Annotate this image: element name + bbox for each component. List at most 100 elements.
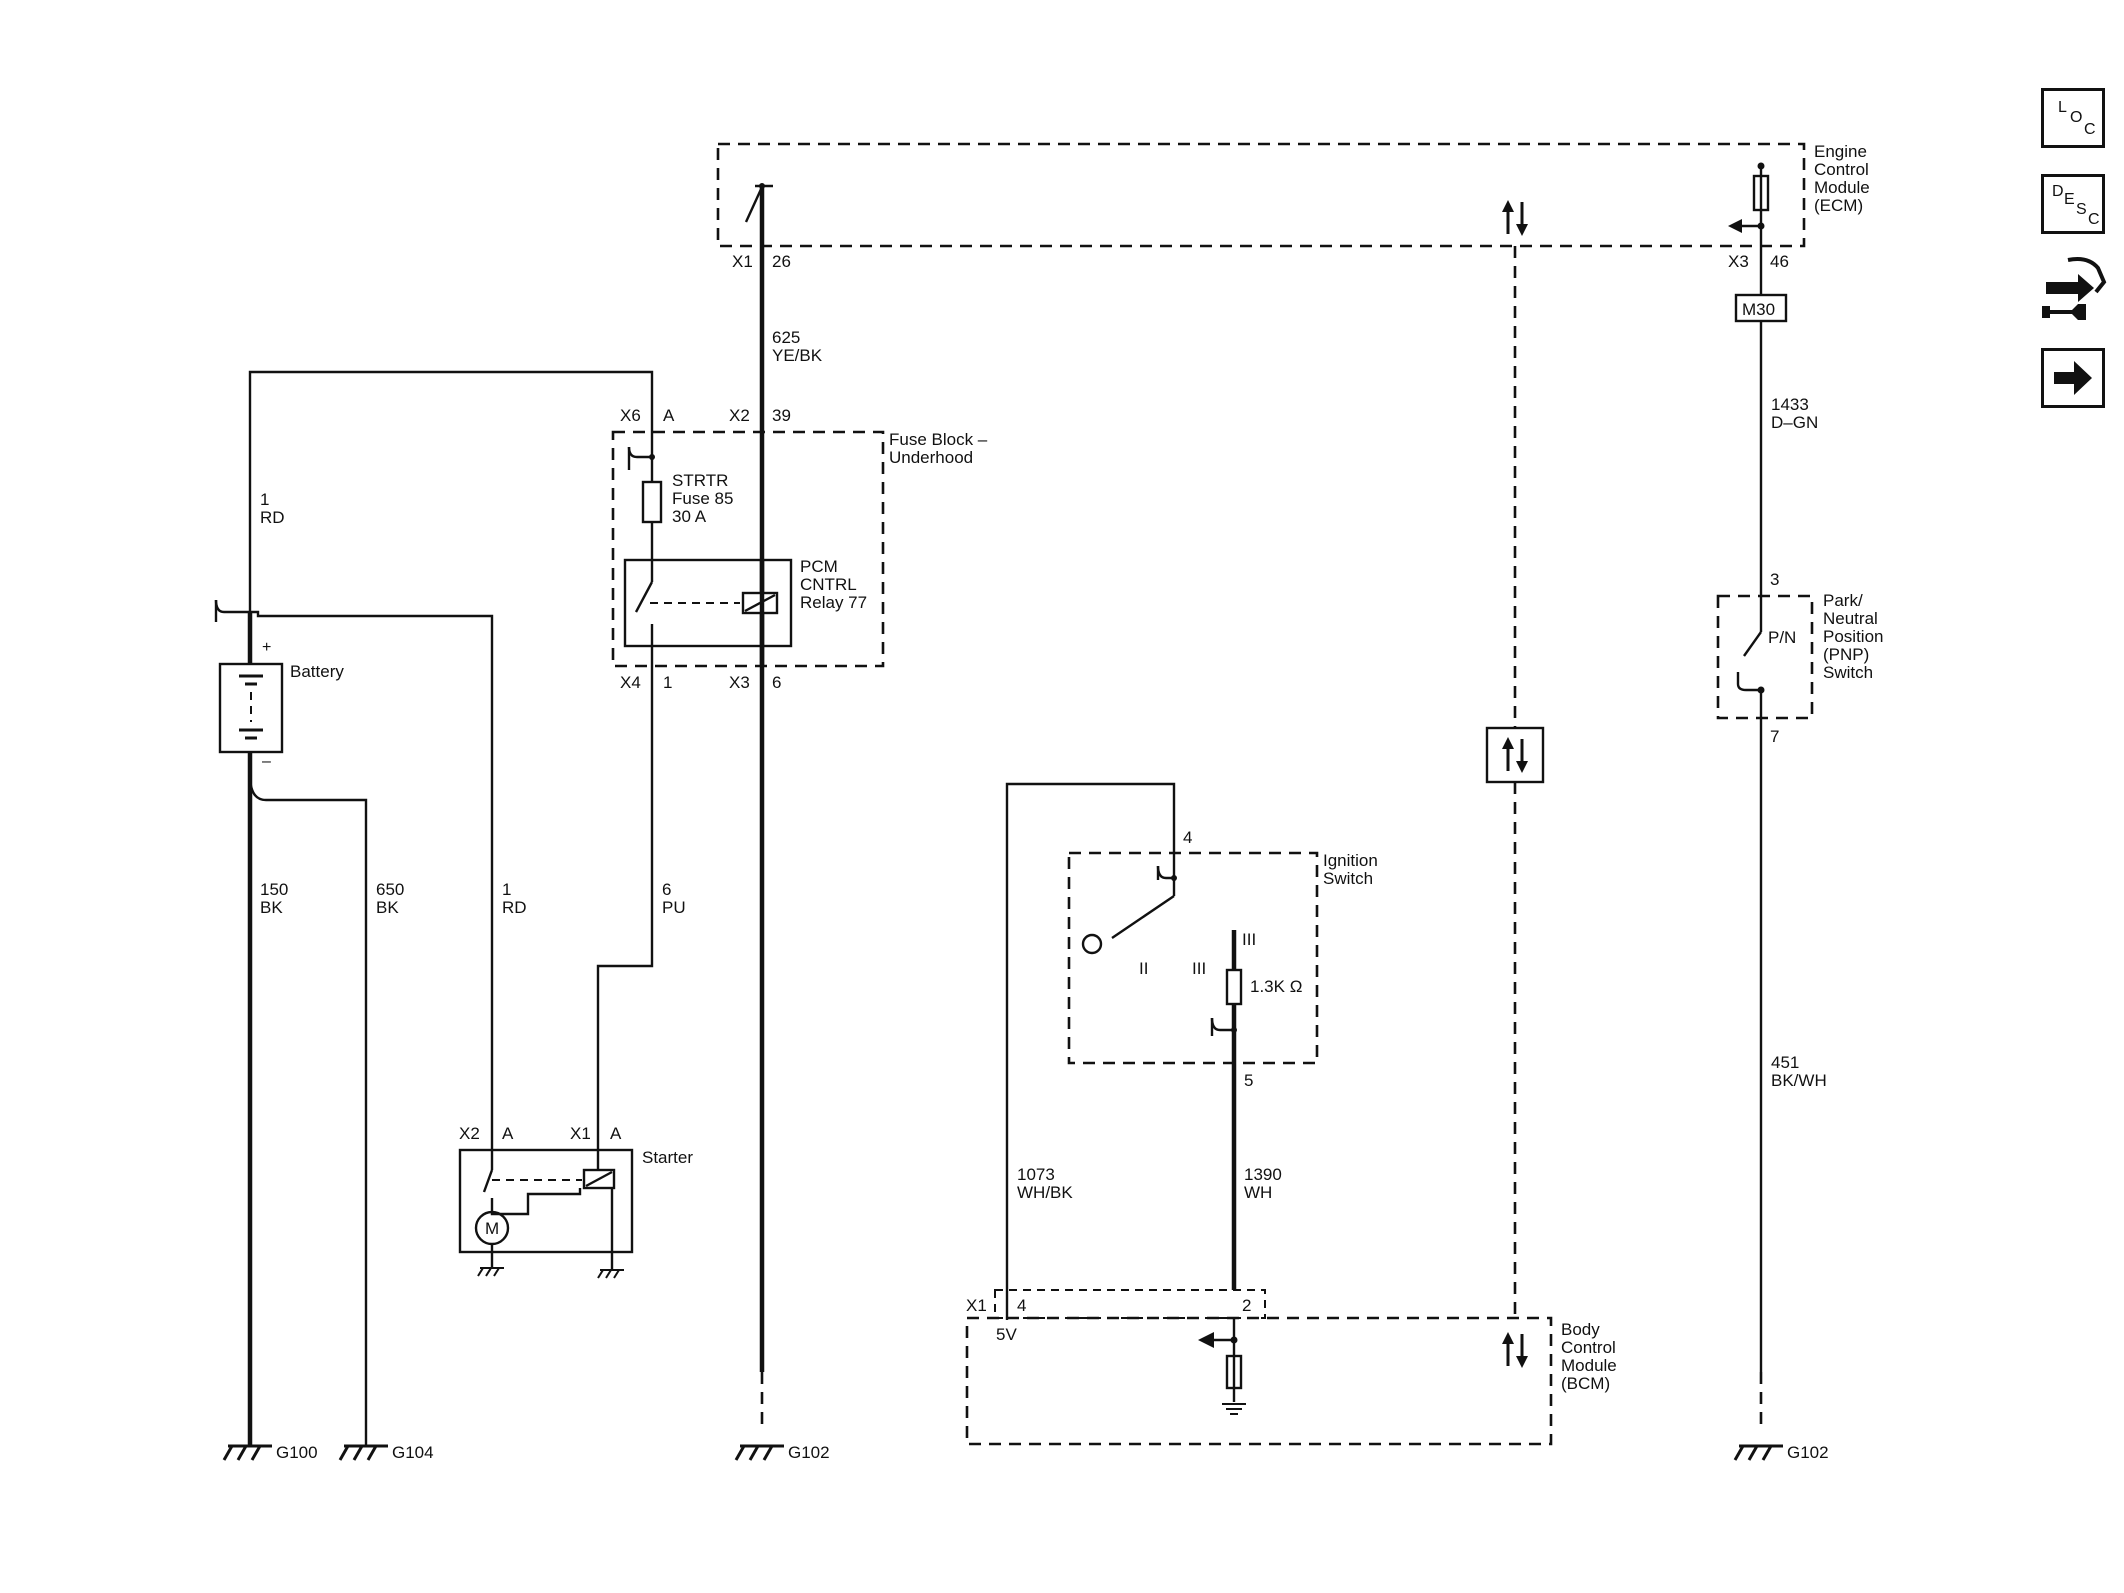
- fuse-block-label-2: Underhood: [889, 448, 973, 467]
- serial-data-bus: [1485, 246, 1545, 1318]
- serial-data-box-icon: [1500, 735, 1530, 775]
- fuse-block-underhood: Fuse Block – Underhood X6 A X2 39 X4 1 X…: [611, 406, 988, 692]
- bcm-label-1: Body: [1561, 1320, 1600, 1339]
- wire-625-num: 625: [772, 328, 800, 347]
- battery-minus: –: [262, 753, 271, 770]
- pnp-pin-3: 3: [1770, 570, 1779, 589]
- fuse-block-conn-x6: X6: [620, 406, 641, 425]
- ecm-label-4: (ECM): [1814, 196, 1863, 215]
- pnp-label-1: Park/: [1823, 591, 1863, 610]
- pnp-label-5: Switch: [1823, 663, 1873, 682]
- wire-1rd-starter-color: RD: [502, 898, 527, 917]
- starter-solenoid-ground-icon: [597, 1269, 625, 1279]
- ground-g104: G104: [338, 1443, 434, 1462]
- battery: Battery + –: [214, 599, 494, 1446]
- wire-1rd-top-color: RD: [260, 508, 285, 527]
- pnp-switch: 3 7 Park/ Neutral Position (PNP) Switch …: [1716, 570, 1883, 746]
- bcm-module: Body Control Module (BCM) X1 4 2 5V: [965, 1289, 1617, 1446]
- bcm-label-3: Module: [1561, 1356, 1617, 1375]
- relay-label-1: PCM: [800, 557, 838, 576]
- starter-motor-ground-icon: [477, 1267, 505, 1277]
- starter-conn-x1: X1: [570, 1124, 591, 1143]
- desc-letter-c: C: [2088, 211, 2100, 228]
- next-page-button[interactable]: [2041, 348, 2105, 408]
- wire-6-color: PU: [662, 898, 686, 917]
- wire-1073-num: 1073: [1017, 1165, 1055, 1184]
- starter-motor-label: M: [485, 1219, 499, 1238]
- ecm-label-2: Control: [1814, 160, 1869, 179]
- ecm-pin-46: 46: [1770, 252, 1789, 271]
- ground-g104-label: G104: [392, 1443, 434, 1462]
- ignition-pin-5: 5: [1244, 1071, 1253, 1090]
- wire-1390: 1390 WH: [1231, 1063, 1282, 1290]
- fuse-block-conn-x3: X3: [729, 673, 750, 692]
- ignition-pin-4: 4: [1183, 828, 1192, 847]
- bcm-serial-data-icon: [1500, 1330, 1530, 1370]
- wire-1rd-starter-num: 1: [502, 880, 511, 899]
- fuse-block-conn-x2: X2: [729, 406, 750, 425]
- ground-g102-left-label: G102: [788, 1443, 830, 1462]
- wire-1rd-starter: 1 RD: [502, 880, 527, 917]
- fuse-label-2: Fuse 85: [672, 489, 733, 508]
- fuse-block-label-1: Fuse Block –: [889, 430, 988, 449]
- wire-1433-num: 1433: [1771, 395, 1809, 414]
- battery-feed-wire: 1 RD: [248, 370, 654, 616]
- desc-letter-d: D: [2052, 183, 2064, 200]
- wire-625: 625 YE/BK: [759, 246, 823, 1432]
- fuse-block-conn-x4: X4: [620, 673, 641, 692]
- fuse-block-pin-1: 1: [663, 673, 672, 692]
- wire-1073: 1073 WH/BK: [1005, 782, 1176, 1294]
- ecm-conn-x3: X3: [1728, 252, 1749, 271]
- pnp-pin-7: 7: [1770, 727, 1779, 746]
- ignition-pos-ii: II: [1139, 959, 1148, 978]
- connector-tools-button[interactable]: [2038, 252, 2108, 332]
- wire-150: 150 BK: [247, 790, 288, 1446]
- fuse-element: [641, 480, 663, 524]
- starter: Starter X2 A X1 A M: [458, 1124, 693, 1279]
- ignition-pos-iii-a: III: [1192, 959, 1206, 978]
- pnp-label-4: (PNP): [1823, 645, 1869, 664]
- battery-plus: +: [262, 639, 271, 656]
- wire-650: 650 BK: [376, 880, 404, 917]
- fuse-block-boundary: [611, 430, 885, 668]
- bcm-label-2: Control: [1561, 1338, 1616, 1357]
- ecm-module: Engine Control Module (ECM) X1 26 X3 46: [716, 142, 1870, 271]
- ground-g102-right-icon: [1733, 1444, 1785, 1462]
- relay-boundary: [623, 558, 793, 648]
- ignition-pos-iii-b: III: [1242, 930, 1256, 949]
- wire-625-color: YE/BK: [772, 346, 823, 365]
- ecm-pin-26: 26: [772, 252, 791, 271]
- wire-6-num: 6: [662, 880, 671, 899]
- ground-g102-left-icon: [734, 1444, 786, 1462]
- ignition-switch: Ignition Switch 4 5 II III III 1.3K Ω: [1067, 828, 1378, 1090]
- fuse-label-3: 30 A: [672, 507, 707, 526]
- wire-1rd-top-num: 1: [260, 490, 269, 509]
- desc-letter-e: E: [2064, 191, 2075, 208]
- fuse-label-1: STRTR: [672, 471, 728, 490]
- ground-g102-right-label: G102: [1787, 1443, 1829, 1462]
- relay-label-3: Relay 77: [800, 593, 867, 612]
- bcm-pin-2: 2: [1242, 1296, 1251, 1315]
- fuse-block-pin-a: A: [663, 406, 675, 425]
- m30-label: M30: [1742, 300, 1775, 319]
- ecm-boundary: [716, 142, 1806, 248]
- serial-data-box: [1485, 726, 1545, 784]
- pnp-label-2: Neutral: [1823, 609, 1878, 628]
- ignition-label-1: Ignition: [1323, 851, 1378, 870]
- bcm-boundary: [965, 1316, 1553, 1446]
- bcm-5v-label: 5V: [996, 1325, 1017, 1344]
- ecm-serial-data-icon: [1500, 198, 1530, 238]
- ignition-off-position-icon: [1081, 933, 1103, 955]
- starter-conn-x2: X2: [459, 1124, 480, 1143]
- pcm-cntrl-relay-77: PCM CNTRL Relay 77: [623, 557, 867, 666]
- wire-650-num: 650: [376, 880, 404, 899]
- ecm-pullup-resistor: [1752, 174, 1770, 212]
- wire-451: 451 BK/WH: [1759, 718, 1827, 1432]
- location-button[interactable]: L O C: [2041, 88, 2105, 148]
- description-button[interactable]: D E S C: [2041, 174, 2105, 234]
- ecm-input-arrow-icon: [1728, 219, 1742, 233]
- ecm-conn-x1: X1: [732, 252, 753, 271]
- ecm-label-1: Engine: [1814, 142, 1867, 161]
- wire-1390-color: WH: [1244, 1183, 1272, 1202]
